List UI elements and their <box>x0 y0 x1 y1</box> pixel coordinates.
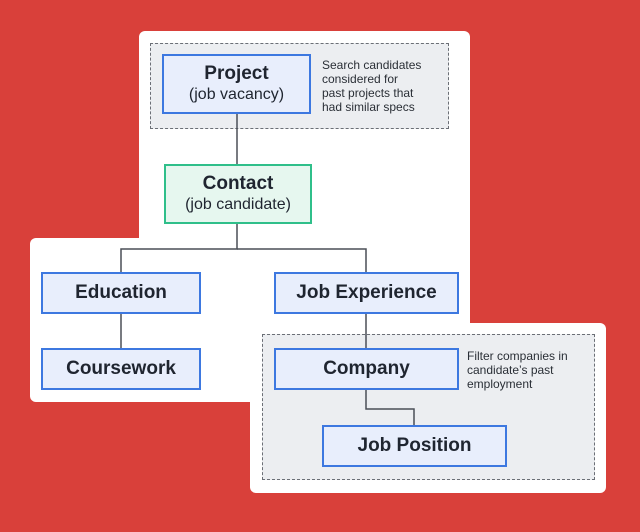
connector-company-jobposition <box>365 389 415 426</box>
filter-note: Filter companies in candidate’s past emp… <box>467 349 592 391</box>
project-title: Project <box>204 63 269 84</box>
filter-note-line: employment <box>467 377 533 391</box>
search-note-line: past projects that <box>322 86 414 100</box>
search-note: Search candidates considered for past pr… <box>322 58 447 114</box>
education-title: Education <box>75 282 167 303</box>
job-position-title: Job Position <box>357 435 472 456</box>
filter-note-line: Filter companies in <box>467 349 568 363</box>
search-note-line: had similar specs <box>322 100 415 114</box>
job-experience-title: Job Experience <box>296 282 437 303</box>
education-node[interactable]: Education <box>41 272 201 314</box>
contact-subtitle: (job candidate) <box>185 196 291 213</box>
job-experience-node[interactable]: Job Experience <box>274 272 459 314</box>
contact-node[interactable]: Contact (job candidate) <box>164 164 312 224</box>
connector-contact-jobexp <box>237 248 367 272</box>
contact-title: Contact <box>202 173 274 194</box>
connector-contact-children <box>120 223 238 272</box>
company-title: Company <box>323 358 410 379</box>
search-note-line: Search candidates <box>322 58 422 72</box>
project-node[interactable]: Project (job vacancy) <box>162 54 311 114</box>
job-position-node[interactable]: Job Position <box>322 425 507 467</box>
company-node[interactable]: Company <box>274 348 459 390</box>
filter-note-line: candidate’s past <box>467 363 554 377</box>
coursework-title: Coursework <box>66 358 176 379</box>
search-note-line: considered for <box>322 72 399 86</box>
coursework-node[interactable]: Coursework <box>41 348 201 390</box>
project-subtitle: (job vacancy) <box>188 86 285 103</box>
